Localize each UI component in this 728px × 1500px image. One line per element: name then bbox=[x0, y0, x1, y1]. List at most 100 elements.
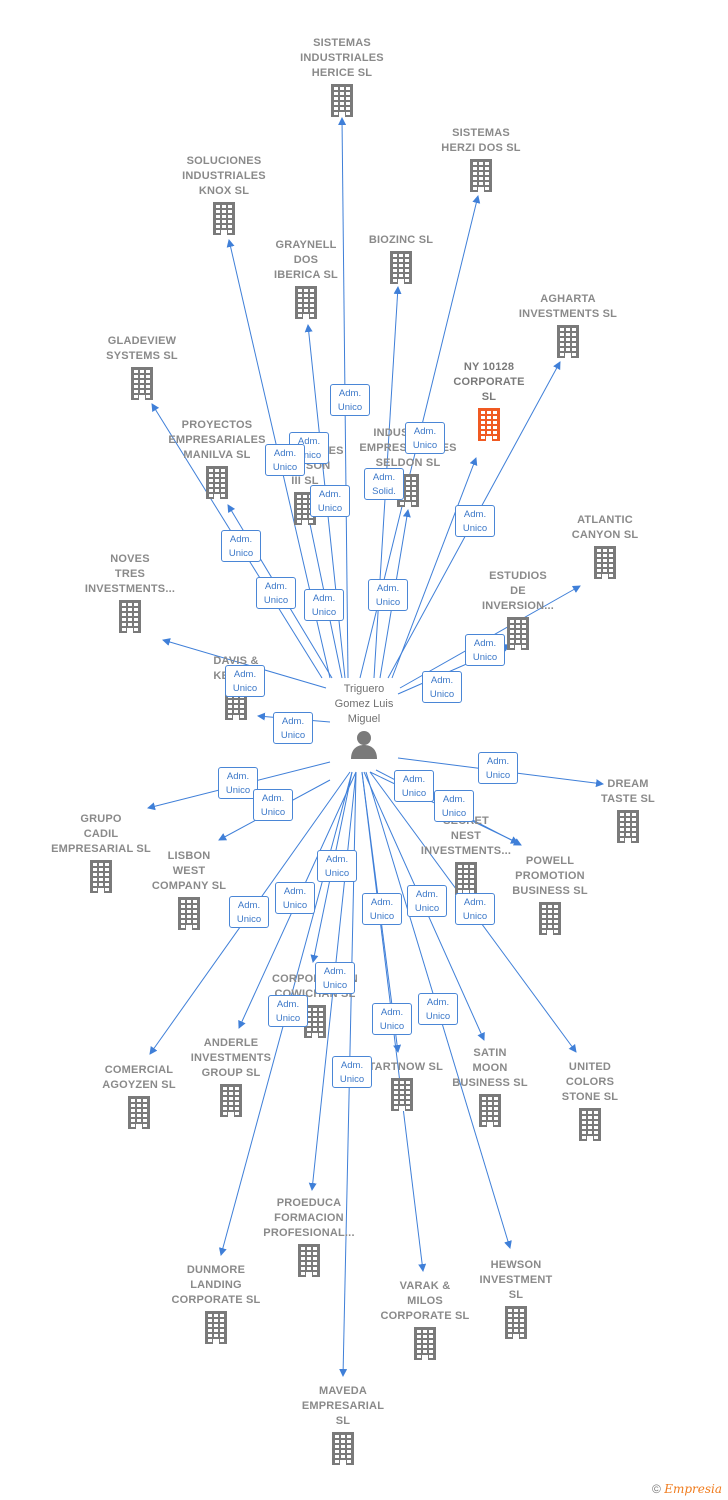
building-icon bbox=[390, 251, 412, 284]
building-icon bbox=[205, 1311, 227, 1344]
company-label: COMERCIAL AGOYZEN SL bbox=[102, 1064, 176, 1091]
company-label: ANDERLE INVESTMENTS GROUP SL bbox=[190, 1037, 272, 1079]
role-badge[interactable]: Adm. Unico bbox=[221, 530, 261, 562]
company-node-sistemas-industriales-herice[interactable]: SISTEMAS INDUSTRIALES HERICE SL bbox=[282, 36, 402, 117]
role-badge[interactable]: Adm. Unico bbox=[256, 577, 296, 609]
company-node-lisbon-west-company[interactable]: LISBON WEST COMPANY SL bbox=[129, 849, 249, 930]
company-node-sistemas-herzi-dos[interactable]: SISTEMAS HERZI DOS SL bbox=[421, 126, 541, 192]
company-node-agharta-investments[interactable]: AGHARTA INVESTMENTS SL bbox=[508, 292, 628, 358]
building-icon bbox=[295, 286, 317, 319]
role-badge[interactable]: Adm. Unico bbox=[434, 790, 474, 822]
company-label: PROEDUCA FORMACION PROFESIONAL... bbox=[263, 1197, 355, 1239]
role-badge[interactable]: Adm. Unico bbox=[394, 770, 434, 802]
edge-noves-tres-investments bbox=[162, 638, 327, 689]
company-node-maveda-empresarial[interactable]: MAVEDA EMPRESARIAL SL bbox=[283, 1384, 403, 1465]
building-icon bbox=[455, 862, 477, 895]
company-node-noves-tres-investments[interactable]: NOVES TRES INVESTMENTS... bbox=[70, 552, 190, 633]
brand-logo: Empresia bbox=[664, 1482, 722, 1496]
company-label: VARAK & MILOS CORPORATE SL bbox=[380, 1280, 470, 1322]
role-badge[interactable]: Adm. Unico bbox=[465, 634, 505, 666]
company-node-dream-taste[interactable]: DREAM TASTE SL bbox=[568, 777, 688, 843]
company-label: HEWSON INVESTMENT SL bbox=[479, 1259, 553, 1301]
building-icon bbox=[391, 1078, 413, 1111]
company-node-atlantic-canyon[interactable]: ATLANTIC CANYON SL bbox=[545, 513, 665, 579]
company-node-proyectos-empresariales-manilva[interactable]: PROYECTOS EMPRESARIALES MANILVA SL bbox=[157, 418, 277, 499]
role-badge[interactable]: Adm. Solid. bbox=[364, 468, 404, 500]
company-node-anderle-investments-group[interactable]: ANDERLE INVESTMENTS GROUP SL bbox=[171, 1036, 291, 1117]
company-node-ny-10128-corporate[interactable]: NY 10128 CORPORATE SL bbox=[429, 360, 549, 441]
company-node-dunmore-landing-corporate[interactable]: DUNMORE LANDING CORPORATE SL bbox=[156, 1263, 276, 1344]
role-badge[interactable]: Adm. Unico bbox=[275, 882, 315, 914]
company-node-comercial-agoyzen[interactable]: COMERCIAL AGOYZEN SL bbox=[79, 1063, 199, 1129]
role-badge[interactable]: Adm. Unico bbox=[253, 789, 293, 821]
role-badge[interactable]: Adm. Unico bbox=[265, 444, 305, 476]
company-label: SOLUCIONES INDUSTRIALES KNOX SL bbox=[182, 155, 266, 197]
company-label: SECRET NEST INVESTMENTS... bbox=[420, 815, 512, 857]
role-badge[interactable]: Adm. Unico bbox=[317, 850, 357, 882]
role-badge[interactable]: Adm. Unico bbox=[407, 885, 447, 917]
company-node-satin-moon-business[interactable]: SATIN MOON BUSINESS SL bbox=[430, 1046, 550, 1127]
building-icon bbox=[298, 1244, 320, 1277]
company-label: AGHARTA INVESTMENTS SL bbox=[518, 293, 618, 320]
company-node-graynell-dos-iberica[interactable]: GRAYNELL DOS IBERICA SL bbox=[246, 238, 366, 319]
role-badge[interactable]: Adm. Unico bbox=[405, 422, 445, 454]
role-badge[interactable]: Adm. Unico bbox=[330, 384, 370, 416]
role-badge[interactable]: Adm. Unico bbox=[315, 962, 355, 994]
company-label: DREAM TASTE SL bbox=[601, 778, 655, 805]
role-badge[interactable]: Adm. Unico bbox=[368, 579, 408, 611]
building-icon bbox=[617, 810, 639, 843]
company-node-gladeview-systems[interactable]: GLADEVIEW SYSTEMS SL bbox=[82, 334, 202, 400]
role-badge[interactable]: Adm. Unico bbox=[268, 995, 308, 1027]
building-icon bbox=[128, 1096, 150, 1129]
person-name: Triguero Gomez Luis Miguel bbox=[334, 683, 394, 725]
role-badge[interactable]: Adm. Unico bbox=[372, 1003, 412, 1035]
company-label: NY 10128 CORPORATE SL bbox=[453, 361, 525, 403]
company-label: MAVEDA EMPRESARIAL SL bbox=[301, 1385, 385, 1427]
role-badge[interactable]: Adm. Unico bbox=[229, 896, 269, 928]
role-badge[interactable]: Adm. Unico bbox=[362, 893, 402, 925]
role-badge[interactable]: Adm. Unico bbox=[304, 589, 344, 621]
building-icon bbox=[579, 1108, 601, 1141]
company-label: STARTNOW SL bbox=[360, 1061, 444, 1073]
role-badge[interactable]: Adm. Unico bbox=[310, 485, 350, 517]
company-label: SISTEMAS INDUSTRIALES HERICE SL bbox=[300, 37, 384, 79]
building-highlight-icon bbox=[478, 408, 500, 441]
company-node-startnow[interactable]: STARTNOW SL bbox=[342, 1060, 462, 1111]
company-node-estudios-de-inversion[interactable]: ESTUDIOS DE INVERSION... bbox=[458, 569, 578, 650]
company-node-hewson-investment[interactable]: HEWSON INVESTMENT SL bbox=[456, 1258, 576, 1339]
company-label: PROYECTOS EMPRESARIALES MANILVA SL bbox=[168, 419, 266, 461]
company-label: NOVES TRES INVESTMENTS... bbox=[84, 553, 176, 595]
company-node-grupo-cadil-empresarial[interactable]: GRUPO CADIL EMPRESARIAL SL bbox=[41, 812, 161, 893]
company-node-powell-promotion-business[interactable]: POWELL PROMOTION BUSINESS SL bbox=[490, 854, 610, 935]
company-node-varak-milos-corporate[interactable]: VARAK & MILOS CORPORATE SL bbox=[365, 1279, 485, 1360]
company-label: POWELL PROMOTION BUSINESS SL bbox=[512, 855, 588, 897]
role-badge[interactable]: Adm. Unico bbox=[455, 893, 495, 925]
company-node-biozinc[interactable]: BIOZINC SL bbox=[341, 233, 461, 284]
company-label: ATLANTIC CANYON SL bbox=[571, 514, 639, 541]
role-badge[interactable]: Adm. Unico bbox=[418, 993, 458, 1025]
company-label: SISTEMAS HERZI DOS SL bbox=[441, 127, 521, 154]
company-label: GLADEVIEW SYSTEMS SL bbox=[106, 335, 178, 362]
building-icon bbox=[213, 202, 235, 235]
company-node-proeduca-formacion-profesional[interactable]: PROEDUCA FORMACION PROFESIONAL... bbox=[249, 1196, 369, 1277]
company-node-secret-nest-investments[interactable]: SECRET NEST INVESTMENTS... bbox=[406, 814, 526, 895]
role-badge[interactable]: Adm. Unico bbox=[218, 767, 258, 799]
building-icon bbox=[178, 897, 200, 930]
role-badge[interactable]: Adm. Unico bbox=[478, 752, 518, 784]
person-node[interactable]: Triguero Gomez Luis Miguel bbox=[304, 682, 424, 759]
building-icon bbox=[557, 325, 579, 358]
building-icon bbox=[470, 159, 492, 192]
building-icon bbox=[304, 1005, 326, 1038]
role-badge[interactable]: Adm. Unico bbox=[273, 712, 313, 744]
company-node-united-colors-stone[interactable]: UNITED COLORS STONE SL bbox=[530, 1060, 650, 1141]
building-icon bbox=[479, 1094, 501, 1127]
company-label: GRAYNELL DOS IBERICA SL bbox=[274, 239, 338, 281]
role-badge[interactable]: Adm. Unico bbox=[422, 671, 462, 703]
role-badge[interactable]: Adm. Unico bbox=[225, 665, 265, 697]
company-node-soluciones-industriales-knox[interactable]: SOLUCIONES INDUSTRIALES KNOX SL bbox=[164, 154, 284, 235]
company-label: LISBON WEST COMPANY SL bbox=[151, 850, 227, 892]
building-icon bbox=[331, 84, 353, 117]
role-badge[interactable]: Adm. Unico bbox=[332, 1056, 372, 1088]
company-label: ESTUDIOS DE INVERSION... bbox=[481, 570, 555, 612]
role-badge[interactable]: Adm. Unico bbox=[455, 505, 495, 537]
